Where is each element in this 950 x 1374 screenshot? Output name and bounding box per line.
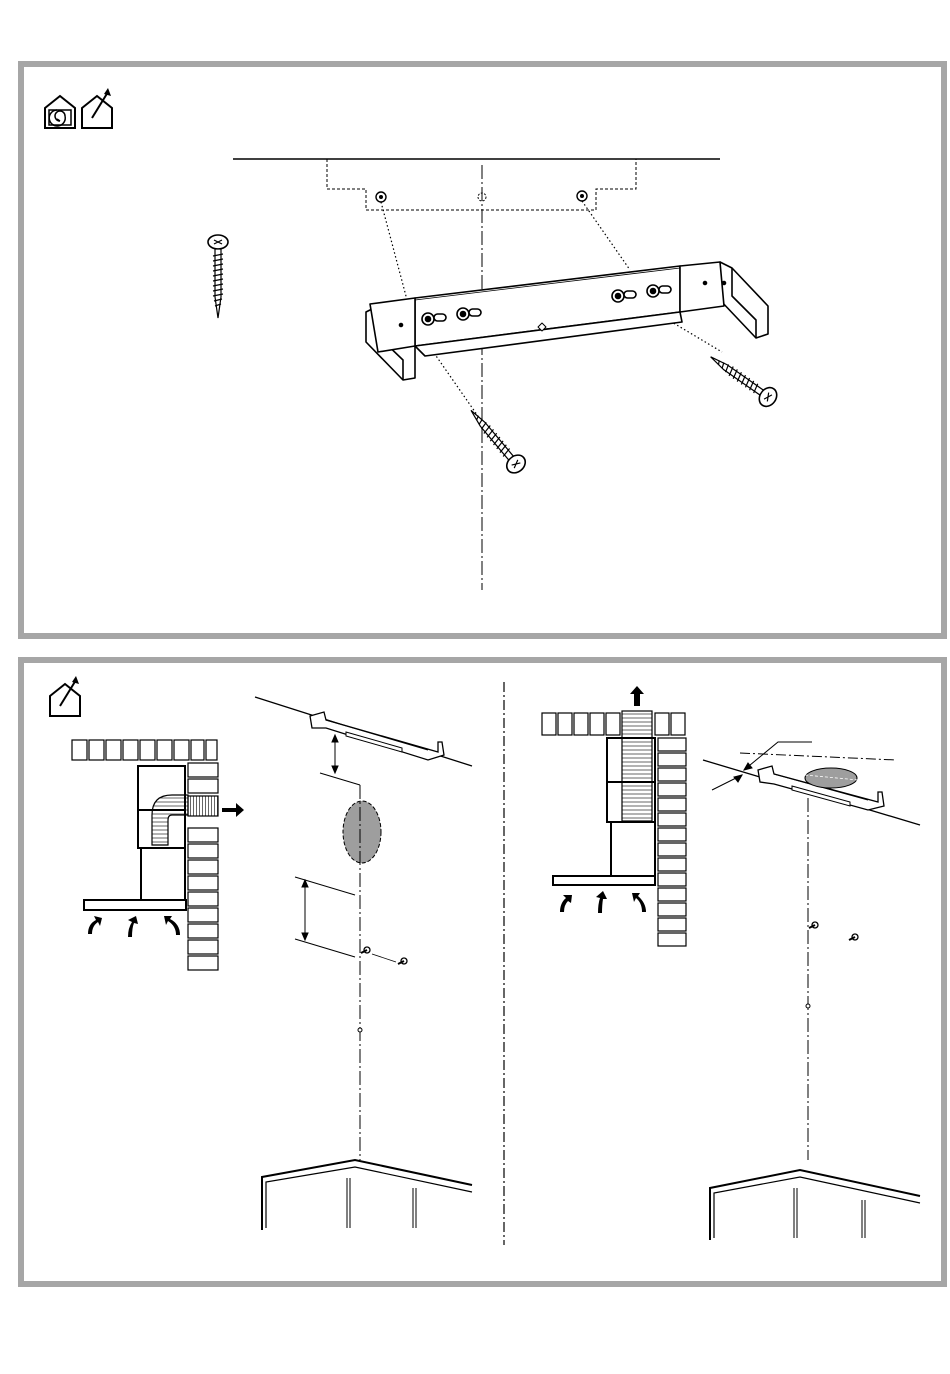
side-outlet-wall-schematic [72, 740, 218, 970]
recirculation-mode-icon [45, 96, 75, 128]
mounting-bracket [366, 262, 768, 380]
top-outlet-install-view [703, 742, 920, 1240]
wall-screw-left [463, 404, 528, 477]
wall-screw-right [705, 349, 780, 410]
extraction-mode-icon [82, 88, 112, 128]
wood-screw-icon [208, 235, 228, 318]
extraction-mode-icon-bottom [50, 676, 80, 716]
side-outlet-install-view [255, 697, 472, 1230]
